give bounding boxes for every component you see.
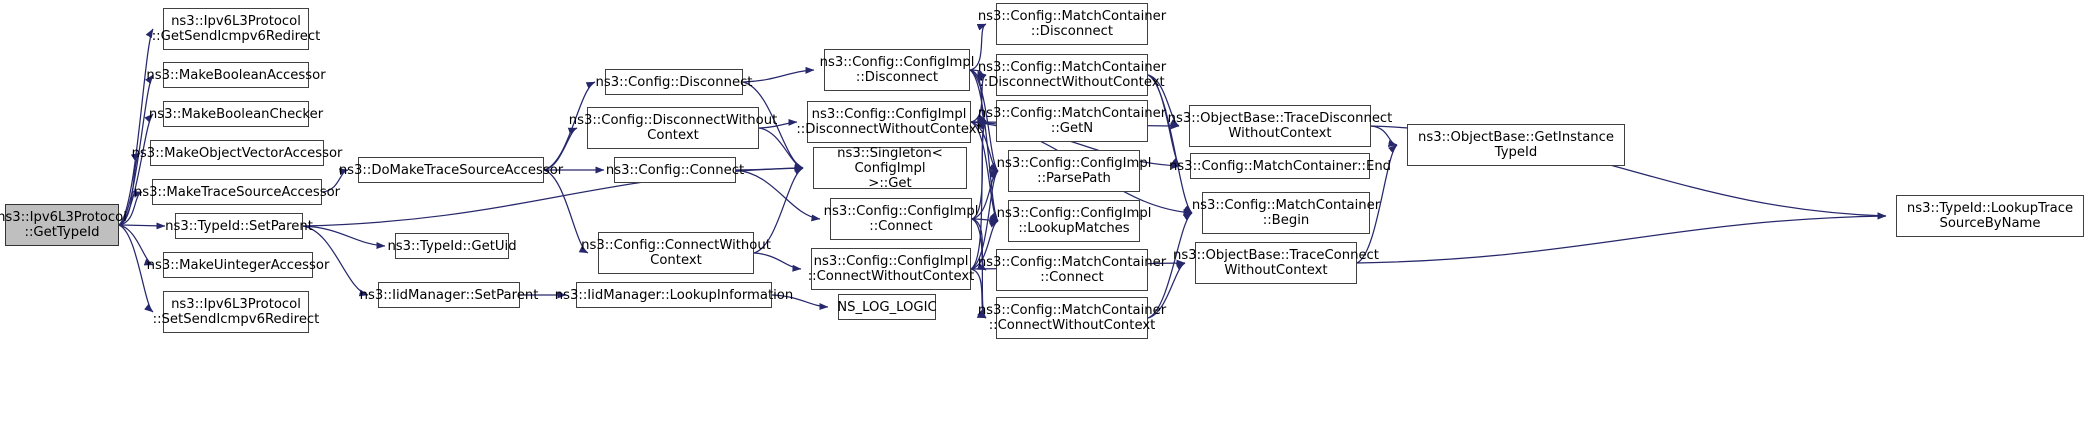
graph-node-n0[interactable]: ns3::Ipv6L3Protocol ::GetTypeId [0,204,127,246]
graph-node-n21[interactable]: ns3::Config::ConfigImpl ::ConnectWithout… [808,248,974,290]
graph-node-n15[interactable]: ns3::Config::ConnectWithout Context [581,232,771,274]
graph-edge [1356,212,1887,264]
graph-node-n29[interactable]: ns3::Config::MatchContainer ::ConnectWit… [978,297,1166,339]
graph-edge [1147,74,1193,214]
graph-node-n24[interactable]: ns3::Config::MatchContainer ::Disconnect… [978,54,1166,96]
graph-node-n13[interactable]: ns3::Config::DisconnectWithout Context [569,107,777,149]
graph-node-n2[interactable]: ns3::MakeBooleanAccessor [146,62,326,88]
graph-edge [118,113,154,226]
graph-node-n19[interactable]: ns3::Singleton< ConfigImpl >::Get [813,146,967,191]
graph-edge [969,69,999,222]
graph-edge [742,66,815,83]
graph-node-n3[interactable]: ns3::MakeBooleanChecker [149,101,323,127]
graph-edge [735,164,804,172]
graph-node-n14[interactable]: ns3::Config::Connect [606,157,744,183]
graph-node-n4[interactable]: ns3::MakeObjectVectorAccessor [132,140,342,166]
graph-node-n9[interactable]: ns3::DoMakeTraceSourceAccessor [339,157,563,183]
graph-node-n18[interactable]: ns3::Config::ConfigImpl ::DisconnectWith… [796,101,982,143]
graph-node-n27[interactable]: ns3::Config::ConfigImpl ::LookupMatches [997,200,1151,242]
graph-edge [970,120,987,270]
graph-node-n32[interactable]: ns3::Config::MatchContainer ::Begin [1192,192,1380,234]
graph-node-n6[interactable]: ns3::TypeId::SetParent [165,213,313,239]
graph-node-n34[interactable]: ns3::ObjectBase::GetInstance TypeId [1407,124,1625,166]
graph-node-n5[interactable]: ns3::MakeTraceSourceAccessor [134,179,340,205]
graph-node-n33[interactable]: ns3::ObjectBase::TraceConnect WithoutCon… [1173,242,1379,284]
graph-edge [735,169,821,222]
graph-node-n23[interactable]: ns3::Config::MatchContainer ::Disconnect [978,3,1166,45]
graph-node-n31[interactable]: ns3::Config::MatchContainer::End [1169,153,1391,179]
graph-node-n7[interactable]: ns3::MakeUintegerAccessor [147,252,329,278]
graph-node-n25[interactable]: ns3::Config::MatchContainer ::GetN [978,100,1166,142]
graph-node-n11[interactable]: ns3::IidManager::SetParent [360,282,538,308]
graph-node-n17[interactable]: ns3::Config::ConfigImpl ::Disconnect [820,49,974,91]
graph-node-n20[interactable]: ns3::Config::ConfigImpl ::Connect [824,198,978,240]
graph-node-n16[interactable]: ns3::IidManager::LookupInformation [555,282,793,308]
graph-node-n12[interactable]: ns3::Config::Disconnect [596,69,752,95]
graph-node-n35[interactable]: ns3::TypeId::LookupTrace SourceByName [1896,195,2084,237]
graph-node-n30[interactable]: ns3::ObjectBase::TraceDisconnect Without… [1168,105,1392,147]
graph-node-n28[interactable]: ns3::Config::MatchContainer ::Connect [978,249,1166,291]
graph-node-n10[interactable]: ns3::TypeId::GetUid [387,233,517,259]
graph-node-n8[interactable]: ns3::Ipv6L3Protocol ::SetSendIcmpv6Redir… [153,291,319,333]
graph-node-n22[interactable]: NS_LOG_LOGIC [837,294,937,320]
graph-edge [302,225,386,250]
graph-node-n26[interactable]: ns3::Config::ConfigImpl ::ParsePath [997,150,1151,192]
graph-node-n1[interactable]: ns3::Ipv6L3Protocol ::GetSendIcmpv6Redir… [152,8,320,50]
